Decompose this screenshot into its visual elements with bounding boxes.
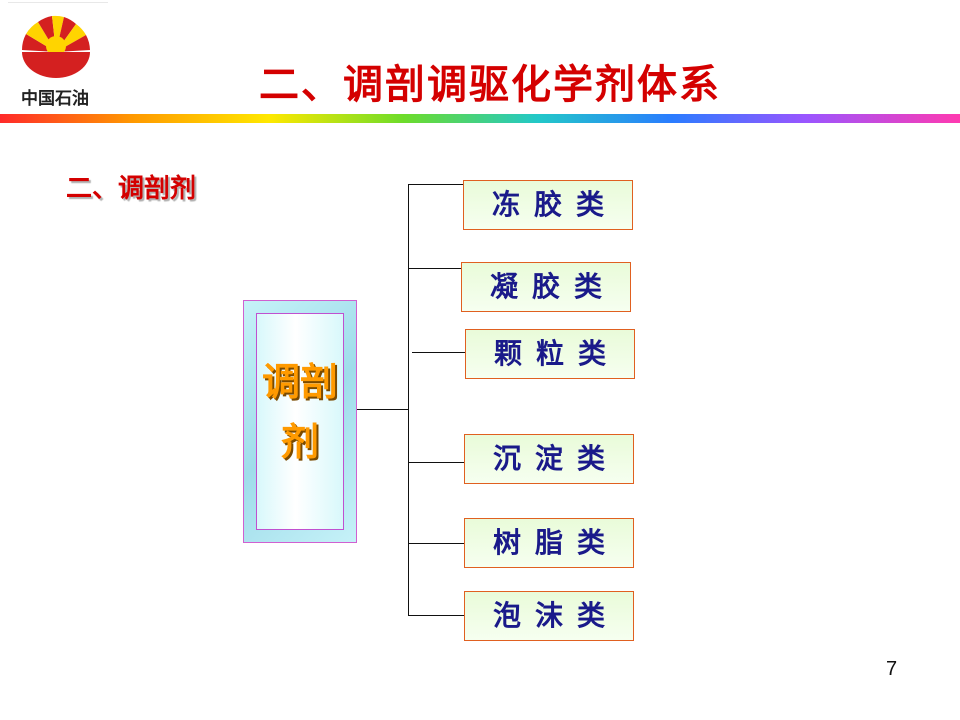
root-node-inner: 调剖剂 (256, 313, 344, 530)
child-node-4: 沉淀类 (464, 434, 634, 484)
child-node-3: 颗粒类 (465, 329, 635, 379)
page-number: 7 (886, 658, 898, 680)
connector-root-horizontal (357, 409, 409, 410)
section-subtitle: 二、调剖剂 (66, 174, 197, 204)
child-node-1: 冻胶类 (463, 180, 633, 230)
connector-branch-5 (408, 543, 464, 544)
page-title: 二、调剖调驱化学剂体系 (259, 62, 721, 108)
child-node-5: 树脂类 (464, 518, 634, 568)
connector-branch-1 (408, 184, 464, 185)
rainbow-divider (0, 114, 960, 123)
company-logo: 中国石油 (0, 0, 108, 112)
connector-branch-2 (408, 268, 462, 269)
connector-branch-4 (408, 462, 464, 463)
root-node-label: 调剖剂 (261, 360, 338, 464)
logo-text: 中国石油 (21, 89, 89, 109)
root-node-box: 调剖剂 (243, 300, 357, 543)
connector-branch-3 (412, 352, 466, 353)
logo-divider (8, 2, 108, 3)
connector-trunk-vertical (408, 184, 409, 616)
child-node-6: 泡沫类 (464, 591, 634, 641)
connector-branch-6 (408, 615, 464, 616)
child-node-2: 凝胶类 (461, 262, 631, 312)
petrochina-emblem-icon (22, 15, 90, 78)
